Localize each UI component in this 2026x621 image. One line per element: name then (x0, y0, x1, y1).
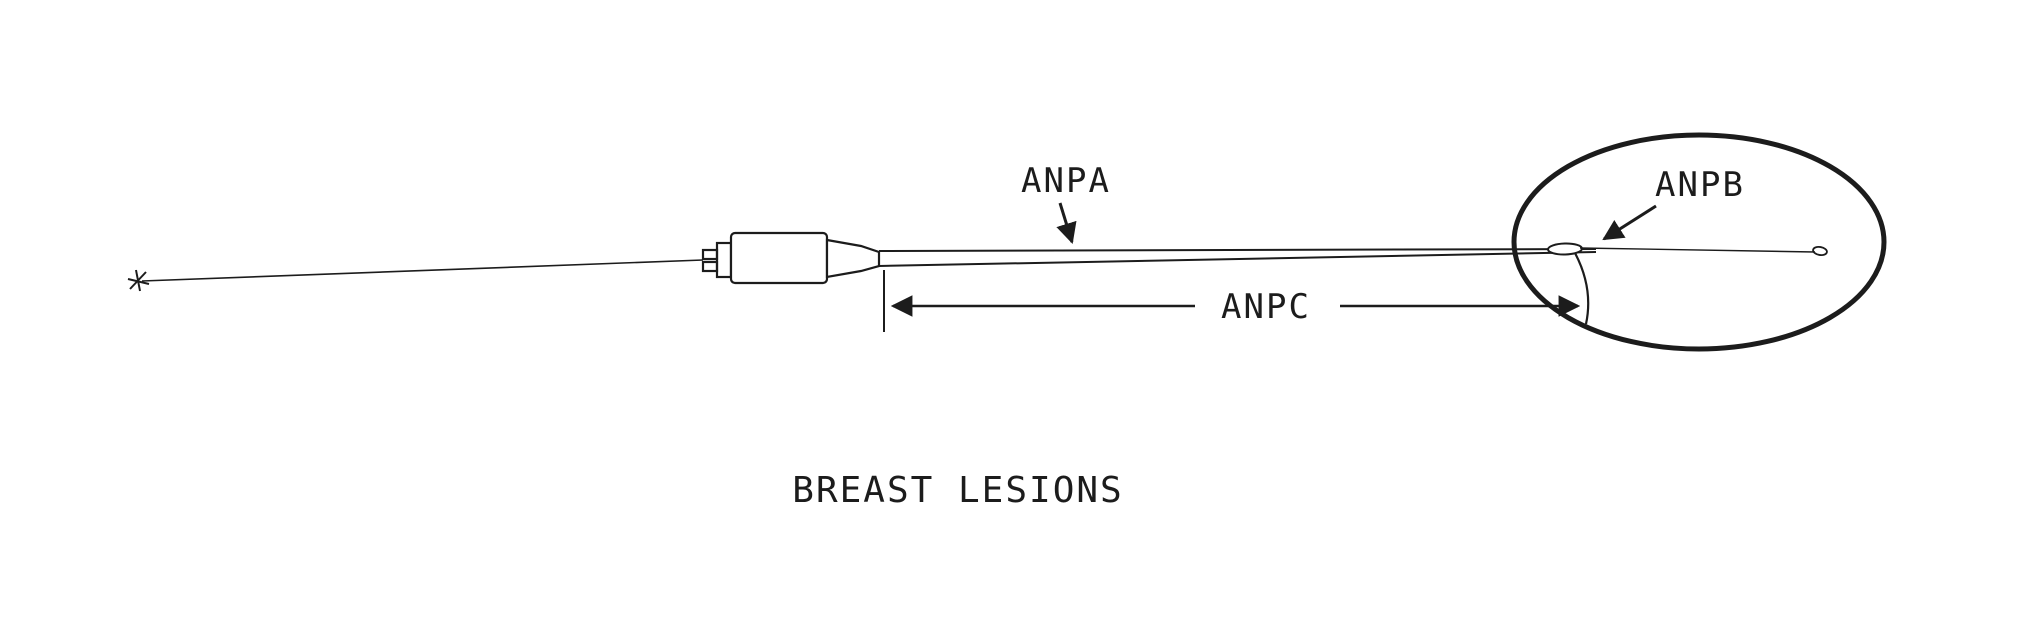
anpb-callout: ANPB (1602, 165, 1745, 241)
anpc-dimension: ANPC (883, 270, 1581, 332)
needle-eye (1547, 242, 1583, 256)
anpa-callout: ANPA (1021, 161, 1111, 245)
hookwire-distal-limb (1579, 247, 1816, 253)
guide-wire (127, 259, 704, 292)
diagram-caption: BREAST LESIONS (792, 470, 1123, 511)
hub-nose-cone (825, 238, 881, 279)
label-anpc: ANPC (1221, 287, 1311, 327)
hub-body (729, 231, 829, 285)
lesion-ellipse (1511, 132, 1887, 352)
label-anpa: ANPA (1021, 161, 1111, 201)
wire-end-hook (127, 269, 150, 292)
label-anpb: ANPB (1655, 165, 1745, 205)
hub-tab-bottom (701, 260, 719, 273)
hub-tab-top (701, 248, 719, 261)
hookwire (1574, 245, 1828, 325)
needle-hub (701, 231, 881, 285)
hookwire-descending-limb (1574, 252, 1590, 325)
hookwire-end-loop (1812, 245, 1828, 257)
needle-shaft (878, 248, 1597, 267)
anpb-arrow (1602, 204, 1657, 241)
hub-collar (715, 241, 733, 279)
anpa-arrow (1056, 202, 1077, 245)
